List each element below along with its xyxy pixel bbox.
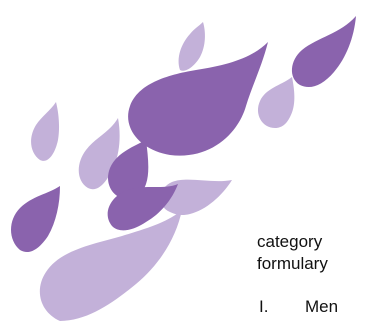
light-drop-horizontal: [160, 179, 232, 216]
light-drop-left: [31, 102, 60, 161]
dark-drop-lower: [107, 184, 178, 231]
dark-drop-center: [108, 140, 149, 201]
body-text-line: formulary: [257, 254, 328, 273]
dark-drop-far-left: [11, 186, 60, 253]
dark-drop-large: [128, 42, 268, 156]
light-drop-right: [257, 77, 295, 128]
light-drop-bottom: [39, 210, 182, 321]
list-number: I.: [259, 297, 269, 316]
list-item-text: Men: [305, 297, 339, 316]
dark-drop-top-right: [291, 16, 356, 88]
light-drop-small-top: [178, 22, 205, 71]
body-text-line: category: [257, 232, 323, 251]
